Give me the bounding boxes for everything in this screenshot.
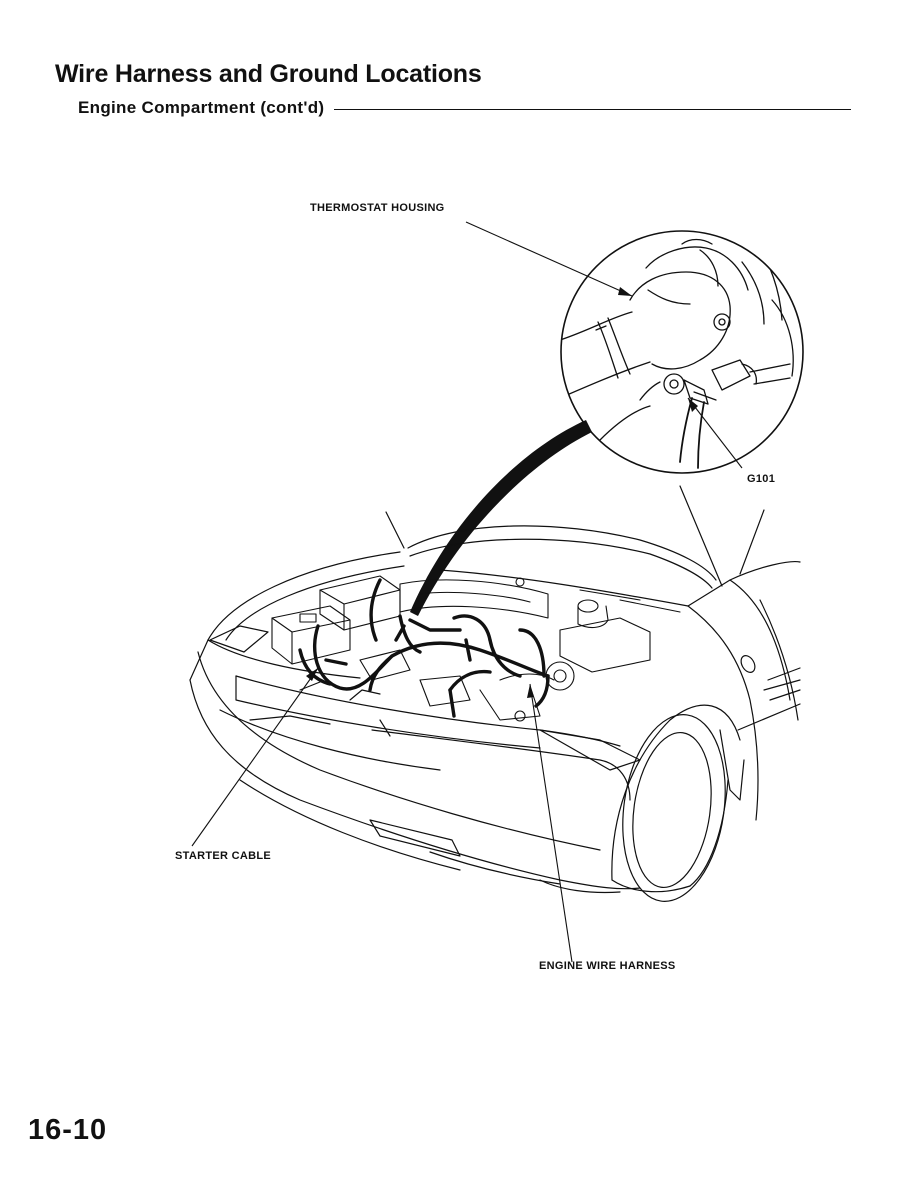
thermostat-housing-label: THERMOSTAT HOUSING	[310, 202, 445, 214]
page-number: 16-10	[28, 1114, 108, 1146]
g101-leader	[687, 397, 743, 469]
thermostat-detail-view	[410, 230, 804, 616]
engine-wire-harness-label: ENGINE WIRE HARNESS	[539, 960, 676, 972]
starter-cable-leader	[191, 667, 319, 847]
engine-components	[271, 575, 681, 722]
subtitle-rule	[334, 108, 851, 110]
g101-label: G101	[747, 473, 776, 485]
callout-leader-lines	[191, 221, 743, 963]
page-title: Wire Harness and Ground Locations	[55, 60, 482, 88]
starter-cable-label: STARTER CABLE	[175, 850, 271, 862]
engine-wire-harness-leader	[529, 683, 573, 963]
thermostat-leader	[465, 221, 633, 297]
engine-wire-harness-drawing	[298, 578, 550, 718]
section-subtitle: Engine Compartment (cont'd)	[78, 98, 325, 117]
vehicle-front-illustration	[189, 485, 801, 902]
section-subtitle-row: Engine Compartment (cont'd)	[78, 96, 851, 120]
